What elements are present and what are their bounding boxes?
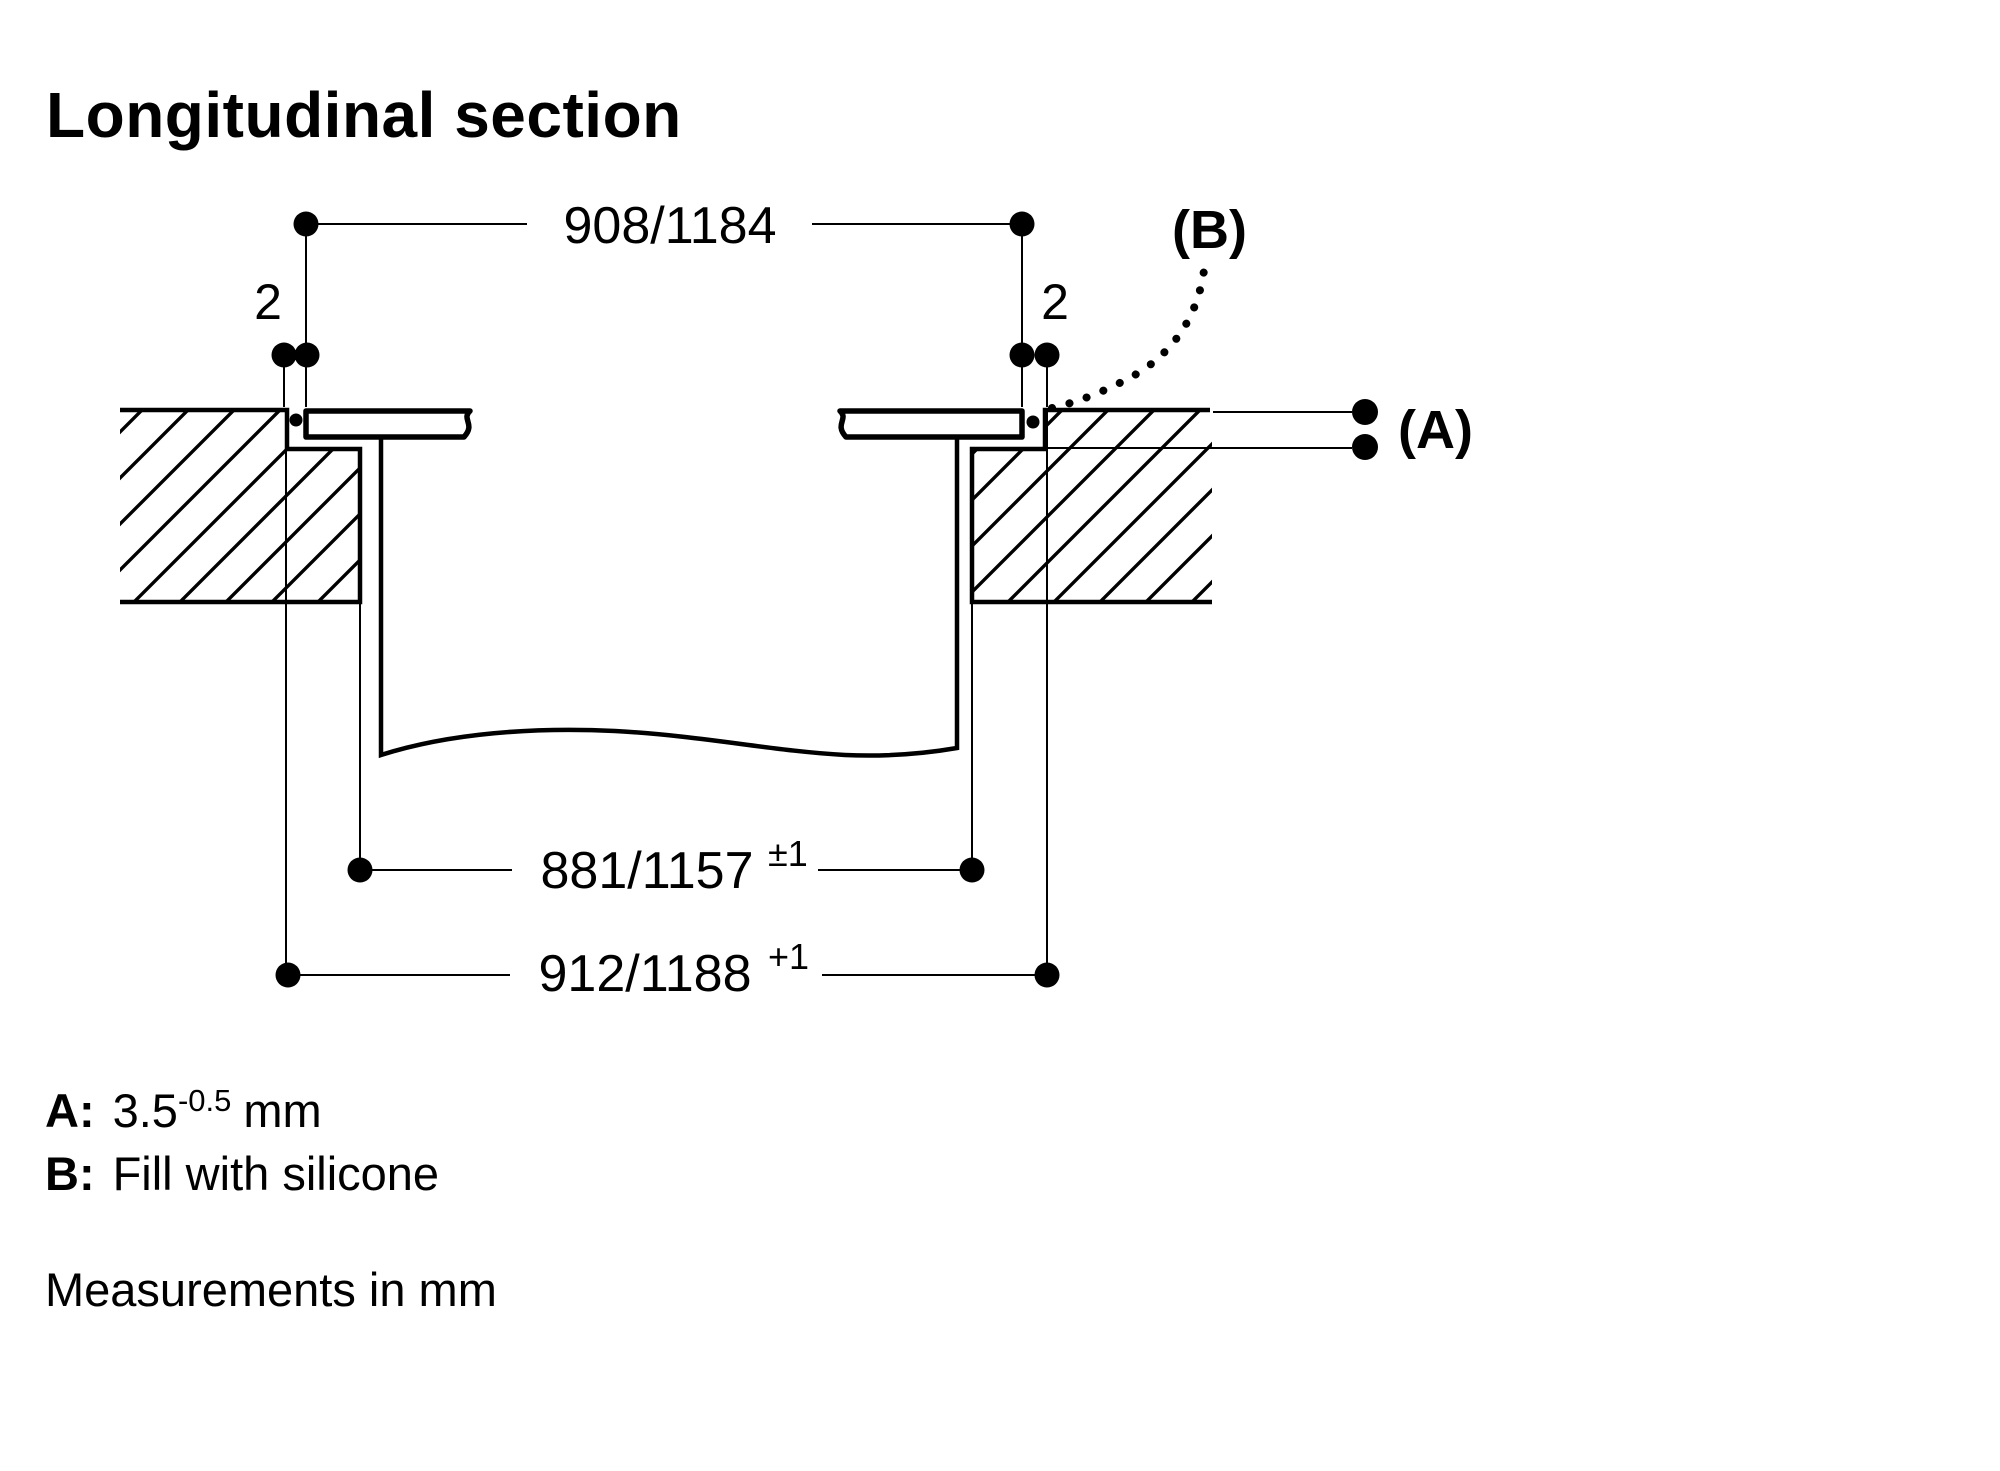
legend-row-a: A: 3.5-0.5 mm [45, 1082, 439, 1145]
callout-a-dot-top [1352, 399, 1378, 425]
legend-b-text: Fill with silicone [112, 1147, 440, 1200]
legend-a-tolerance: -0.5 [177, 1083, 232, 1118]
worktop-left-hatch [120, 410, 360, 602]
legend-b-key: B: [45, 1147, 95, 1200]
dim-top-width-label: 908/1184 [563, 197, 776, 255]
dim-gap-left-label: 2 [254, 274, 282, 330]
worktop-section-right [969, 407, 1212, 605]
dim-endpoint-dot [1034, 342, 1060, 368]
page-title: Longitudinal section [46, 79, 682, 151]
silicone-joint-dot-right [1026, 415, 1040, 429]
callout-b: (B) [1048, 200, 1247, 412]
dim-inner-cutout: 881/1157 ±1 [347, 451, 985, 900]
legend-row-b: B: Fill with silicone [45, 1145, 439, 1202]
dim-top-width: 908/1184 [293, 197, 1035, 407]
dim-endpoint-dot [275, 962, 301, 988]
silicone-joint-dot-left [289, 413, 303, 427]
worktop-right-hatch [972, 410, 1212, 602]
dim-endpoint-dot [959, 857, 985, 883]
dim-endpoint-dot [1034, 962, 1060, 988]
footnote: Measurements in mm [45, 1263, 497, 1316]
callout-b-leader-dotted [1048, 258, 1209, 412]
legend-a-unit: mm [243, 1084, 322, 1137]
callout-a-dot-bottom [1352, 434, 1378, 460]
dim-outer-recess: 912/1188 +1 [275, 412, 1060, 1003]
worktop-left-outline [120, 407, 363, 605]
glass-panel-left [303, 408, 473, 440]
legend-a-value: 3.5 [112, 1084, 178, 1137]
callout-b-label: (B) [1172, 200, 1247, 260]
dim-endpoint-dot [294, 342, 320, 368]
callout-a-label: (A) [1398, 400, 1473, 460]
dim-endpoint-dot [1009, 342, 1035, 368]
dim-gap-right: 2 [1009, 274, 1069, 407]
dim-gap-right-label: 2 [1041, 274, 1069, 330]
dim-endpoint-dot [293, 211, 319, 237]
worktop-right-outline [969, 407, 1212, 605]
dim-endpoint-dot [1009, 211, 1035, 237]
appliance-body-outline [378, 433, 960, 759]
dim-endpoint-dot [347, 857, 373, 883]
dim-gap-left: 2 [254, 274, 320, 407]
callout-a: (A) [1048, 399, 1473, 460]
dim-outer-recess-label: 912/1188 [538, 945, 751, 1003]
legend-a-key: A: [45, 1084, 95, 1137]
glass-panel-right [837, 408, 1025, 440]
legend: A: 3.5-0.5 mm B: Fill with silicone [45, 1082, 439, 1202]
dim-endpoint-dot [271, 342, 297, 368]
dim-outer-recess-tolerance: +1 [768, 936, 809, 977]
dim-inner-cutout-tolerance: ±1 [768, 833, 808, 874]
worktop-section-left [120, 407, 363, 605]
dim-inner-cutout-label: 881/1157 [540, 842, 753, 900]
